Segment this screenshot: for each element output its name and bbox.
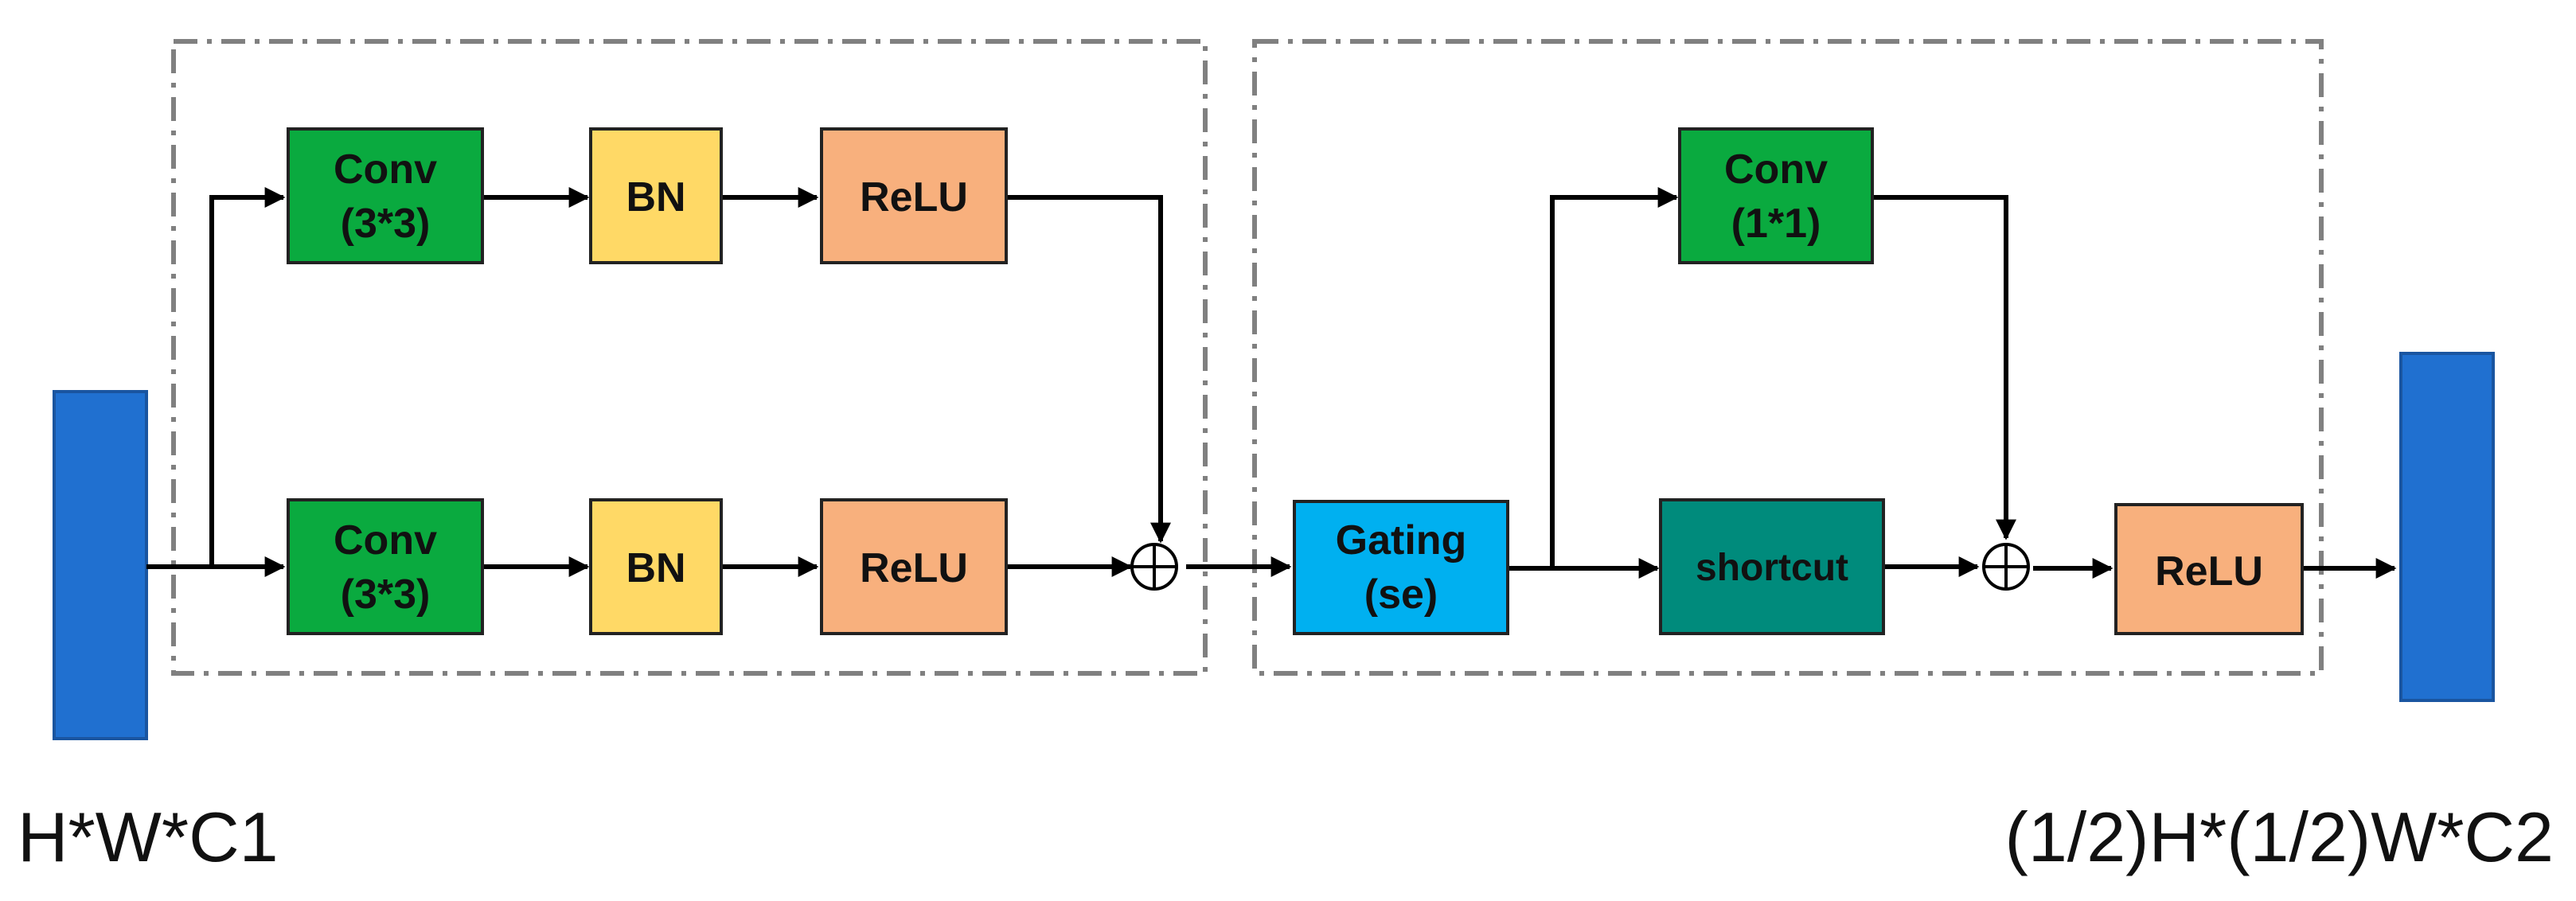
gating-label-line1: Gating xyxy=(1336,517,1467,564)
top-conv3x3-block xyxy=(287,127,484,264)
top-bn-label: BN xyxy=(626,174,685,220)
top-conv3x3-label-line2: (3*3) xyxy=(341,201,431,247)
conv1x1-block xyxy=(1678,127,1874,264)
left-sum-icon xyxy=(1130,543,1178,591)
connector-conv1x1-to-sum xyxy=(1872,195,2016,540)
gating-se-block xyxy=(1293,500,1509,635)
shortcut-block xyxy=(1659,498,1885,635)
bottom-relu-block xyxy=(820,498,1008,635)
right-module-frame xyxy=(1252,39,2324,676)
bottom-relu-label: ReLU xyxy=(860,545,968,591)
output-dimension-label: (1/2)H*(1/2)W*C2 xyxy=(2005,798,2554,876)
connector-gating-to-conv1x1 xyxy=(1550,187,1679,568)
bottom-conv3x3-block xyxy=(287,498,484,635)
conv1x1-label-line2: (1*1) xyxy=(1731,201,1821,247)
connector-input-to-top-conv xyxy=(209,187,286,567)
top-bn-block xyxy=(589,127,723,264)
gating-label-line2: (se) xyxy=(1364,571,1438,618)
output-relu-label: ReLU xyxy=(2155,548,2263,595)
shortcut-label: shortcut xyxy=(1696,547,1848,589)
left-module-frame xyxy=(171,39,1208,676)
output-relu-block xyxy=(2114,503,2304,635)
connector-top-relu-to-sum xyxy=(1006,195,1171,544)
right-sum-icon xyxy=(1982,543,2030,591)
top-relu-block xyxy=(820,127,1008,264)
input-tensor xyxy=(53,390,148,740)
bottom-conv3x3-label-line2: (3*3) xyxy=(341,571,431,618)
top-conv3x3-label-line1: Conv xyxy=(334,146,437,193)
top-relu-label: ReLU xyxy=(860,174,968,220)
bottom-conv3x3-label-line1: Conv xyxy=(334,517,437,564)
output-tensor xyxy=(2399,352,2495,702)
bottom-bn-block xyxy=(589,498,723,635)
conv1x1-label-line1: Conv xyxy=(1724,146,1828,193)
bottom-bn-label: BN xyxy=(626,545,685,591)
input-dimension-label: H*W*C1 xyxy=(18,798,279,876)
